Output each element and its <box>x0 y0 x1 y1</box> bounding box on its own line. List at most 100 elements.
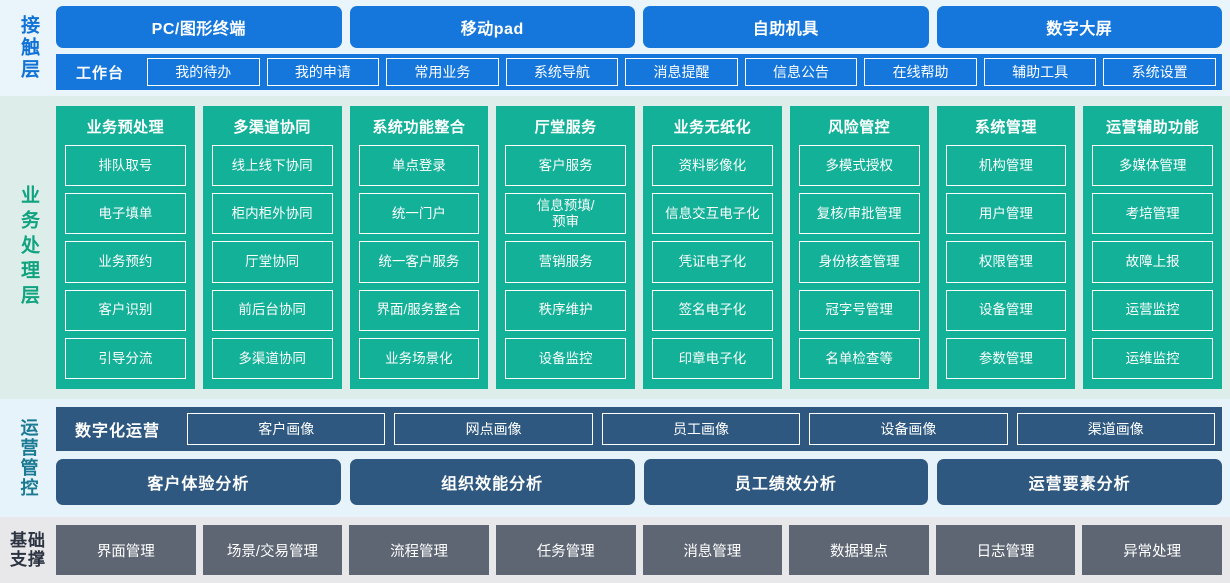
portrait-chip[interactable]: 员工画像 <box>601 413 801 445</box>
business-item[interactable]: 身份核查管理 <box>798 241 920 283</box>
business-item[interactable]: 客户识别 <box>65 289 186 331</box>
terminal-chip[interactable]: 移动pad <box>349 6 635 48</box>
foundation-chip[interactable]: 数据埋点 <box>789 525 929 575</box>
portrait-chip[interactable]: 网点画像 <box>394 413 593 445</box>
foundation-chip[interactable]: 场景/交易管理 <box>202 525 343 575</box>
workbench-item[interactable]: 系统设置 <box>1103 58 1216 86</box>
foundation-chip[interactable]: 日志管理 <box>935 525 1076 575</box>
business-item[interactable]: 复核/审批管理 <box>798 193 920 235</box>
business-item[interactable]: 客户服务 <box>505 145 626 187</box>
business-item[interactable]: 前后台协同 <box>211 289 333 331</box>
business-column-title: 业务预处理 <box>86 119 165 136</box>
workbench-item[interactable]: 信息公告 <box>744 58 858 86</box>
terminal-chip-row: PC/图形终端 移动pad 自助机具 数字大屏 <box>56 6 1222 48</box>
business-item[interactable]: 机构管理 <box>945 145 1067 187</box>
operations-layer-body: 数字化运营 客户画像 网点画像 员工画像 设备画像 渠道画像 客户体验分析 组织… <box>56 407 1222 509</box>
business-item[interactable]: 电子填单 <box>65 193 186 235</box>
business-item[interactable]: 运维监控 <box>1092 337 1213 380</box>
business-item[interactable]: 信息交互电子化 <box>652 193 773 235</box>
business-item[interactable]: 秩序维护 <box>505 289 626 331</box>
business-item-list: 排队取号 电子填单 业务预约 客户识别 引导分流 <box>65 145 186 380</box>
business-item[interactable]: 多媒体管理 <box>1092 145 1213 187</box>
analysis-chip[interactable]: 员工绩效分析 <box>643 459 929 505</box>
business-item[interactable]: 线上线下协同 <box>211 145 333 187</box>
workbench-item[interactable]: 消息提醒 <box>625 58 738 86</box>
business-item[interactable]: 统一门户 <box>358 193 480 235</box>
analysis-chip[interactable]: 客户体验分析 <box>56 459 341 505</box>
operations-layer-label-text: 运营管控 <box>18 418 39 498</box>
business-item[interactable]: 考培管理 <box>1092 193 1213 235</box>
workbench-item[interactable]: 我的申请 <box>266 58 380 86</box>
business-item[interactable]: 业务场景化 <box>358 337 480 380</box>
contact-layer-label-text: 接触层 <box>17 15 39 81</box>
business-item[interactable]: 柜内柜外协同 <box>211 193 333 235</box>
business-column-title: 风险管控 <box>828 119 891 136</box>
business-item[interactable]: 印章电子化 <box>652 337 773 380</box>
business-column: 业务预处理 排队取号 电子填单 业务预约 客户识别 引导分流 <box>56 106 195 389</box>
business-item[interactable]: 凭证电子化 <box>652 241 773 283</box>
foundation-chip[interactable]: 界面管理 <box>56 525 196 575</box>
terminal-chip[interactable]: 数字大屏 <box>936 6 1222 48</box>
business-item[interactable]: 引导分流 <box>65 337 186 380</box>
foundation-chip[interactable]: 流程管理 <box>349 525 489 575</box>
business-item[interactable]: 多模式授权 <box>798 145 920 187</box>
portrait-chip[interactable]: 客户画像 <box>187 413 386 445</box>
workbench-item[interactable]: 我的待办 <box>147 58 260 86</box>
business-item[interactable]: 营销服务 <box>505 241 626 283</box>
foundation-chip[interactable]: 任务管理 <box>495 525 636 575</box>
contact-layer-label: 接触层 <box>0 6 56 90</box>
business-item[interactable]: 参数管理 <box>945 337 1067 380</box>
business-column-title: 系统管理 <box>974 119 1037 136</box>
business-item[interactable]: 统一客户服务 <box>358 241 480 283</box>
business-item[interactable]: 界面/服务整合 <box>358 289 480 331</box>
portrait-chip[interactable]: 渠道画像 <box>1016 413 1215 445</box>
business-item[interactable]: 名单检查等 <box>798 337 920 380</box>
business-item[interactable]: 信息预填/ 预审 <box>505 193 626 235</box>
business-column-title: 业务无纸化 <box>673 119 752 136</box>
business-item[interactable]: 单点登录 <box>358 145 480 187</box>
operations-layer: 运营管控 数字化运营 客户画像 网点画像 员工画像 设备画像 渠道画像 客户体验… <box>0 399 1230 517</box>
business-item-list: 资料影像化 信息交互电子化 凭证电子化 签名电子化 印章电子化 <box>652 145 773 380</box>
business-column: 业务无纸化 资料影像化 信息交互电子化 凭证电子化 签名电子化 印章电子化 <box>643 106 782 389</box>
foundation-layer: 基础 支撑 界面管理 场景/交易管理 流程管理 任务管理 消息管理 数据埋点 日… <box>0 517 1230 583</box>
workbench-item[interactable]: 常用业务 <box>386 58 499 86</box>
foundation-chip[interactable]: 异常处理 <box>1082 525 1222 575</box>
analysis-chip[interactable]: 组织效能分析 <box>349 459 635 505</box>
foundation-layer-label: 基础 支撑 <box>0 525 56 575</box>
business-item[interactable]: 签名电子化 <box>652 289 773 331</box>
business-item-list: 线上线下协同 柜内柜外协同 厅堂协同 前后台协同 多渠道协同 <box>211 145 333 380</box>
business-item-list: 客户服务 信息预填/ 预审 营销服务 秩序维护 设备监控 <box>505 145 626 380</box>
business-item[interactable]: 业务预约 <box>65 241 186 283</box>
business-column: 厅堂服务 客户服务 信息预填/ 预审 营销服务 秩序维护 设备监控 <box>496 106 635 389</box>
business-column: 系统功能整合 单点登录 统一门户 统一客户服务 界面/服务整合 业务场景化 <box>349 106 489 389</box>
business-item[interactable]: 用户管理 <box>945 193 1067 235</box>
terminal-chip[interactable]: 自助机具 <box>643 6 929 48</box>
foundation-chip[interactable]: 消息管理 <box>642 525 783 575</box>
portrait-chip[interactable]: 设备画像 <box>809 413 1008 445</box>
business-item[interactable]: 运营监控 <box>1092 289 1213 331</box>
business-column: 风险管控 多模式授权 复核/审批管理 身份核查管理 冠字号管理 名单检查等 <box>789 106 929 389</box>
business-item[interactable]: 冠字号管理 <box>798 289 920 331</box>
business-item[interactable]: 资料影像化 <box>652 145 773 187</box>
business-item[interactable]: 多渠道协同 <box>211 337 333 380</box>
business-item[interactable]: 设备监控 <box>505 337 626 380</box>
business-item[interactable]: 故障上报 <box>1092 241 1213 283</box>
workbench-item[interactable]: 在线帮助 <box>864 58 977 86</box>
business-layer-label: 业务处理层 <box>0 106 56 389</box>
digital-operations-bar: 数字化运营 客户画像 网点画像 员工画像 设备画像 渠道画像 <box>56 407 1222 451</box>
foundation-layer-body: 界面管理 场景/交易管理 流程管理 任务管理 消息管理 数据埋点 日志管理 异常… <box>56 525 1222 575</box>
business-item-list: 单点登录 统一门户 统一客户服务 界面/服务整合 业务场景化 <box>358 145 480 380</box>
business-item[interactable]: 排队取号 <box>65 145 186 187</box>
workbench-item[interactable]: 系统导航 <box>505 58 619 86</box>
business-item-list: 多媒体管理 考培管理 故障上报 运营监控 运维监控 <box>1092 145 1213 380</box>
analysis-chip[interactable]: 运营要素分析 <box>937 459 1222 505</box>
operations-layer-label: 运营管控 <box>0 407 56 509</box>
business-item[interactable]: 权限管理 <box>945 241 1067 283</box>
terminal-chip[interactable]: PC/图形终端 <box>56 6 342 48</box>
business-column: 系统管理 机构管理 用户管理 权限管理 设备管理 参数管理 <box>936 106 1076 389</box>
business-item[interactable]: 厅堂协同 <box>211 241 333 283</box>
business-item[interactable]: 设备管理 <box>945 289 1067 331</box>
business-column-title: 厅堂服务 <box>534 119 597 136</box>
business-column-title: 运营辅助功能 <box>1106 119 1200 136</box>
workbench-item[interactable]: 辅助工具 <box>983 58 1097 86</box>
